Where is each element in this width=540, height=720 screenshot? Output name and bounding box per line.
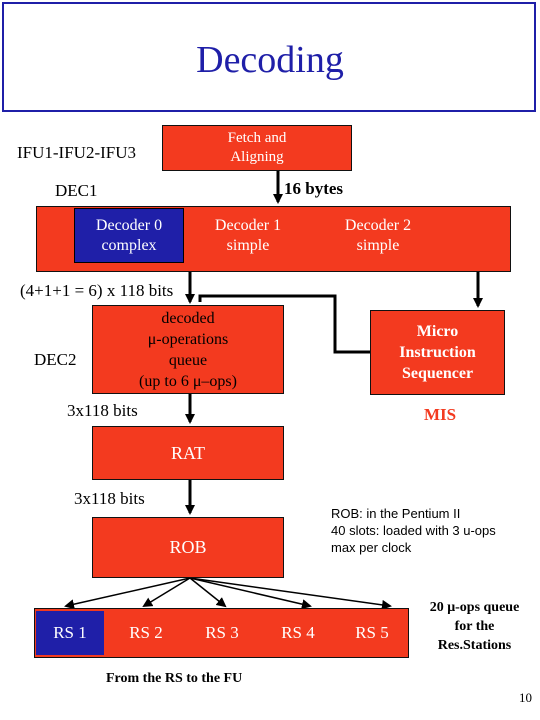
rs3-label: RS 3	[205, 623, 239, 642]
micro-instruction-sequencer-box: Micro Instruction Sequencer	[370, 310, 505, 395]
arrow-rob-to-rs1	[64, 577, 191, 610]
rs2-label: RS 2	[129, 623, 163, 642]
uop-queue-box: decoded μ-operations queue (up to 6 μ–op…	[92, 305, 284, 394]
decoder2-line-1: Decoder 2	[344, 216, 412, 234]
queue-line-1: decoded	[161, 309, 215, 327]
decoder0-line-2: complex	[101, 236, 157, 254]
mis-line-2: Instruction	[399, 344, 476, 361]
rob-label: ROB	[169, 537, 207, 557]
decoder1-line-1: Decoder 1	[214, 216, 282, 234]
rs5-box: RS 5	[338, 611, 406, 655]
rob-note-line-3: max per clock	[331, 540, 412, 555]
arrow-rob-to-rs4	[189, 577, 312, 610]
fetch-aligning-box: Fetch and Aligning	[162, 125, 352, 171]
rat-label: RAT	[170, 442, 205, 463]
decoder2-line-2: simple	[356, 236, 400, 254]
rs3-box: RS 3	[188, 611, 256, 655]
bits-label-2: 3x118 bits	[74, 489, 145, 508]
rs-note: 20 μ-ops queue for the Res.Stations	[412, 598, 537, 655]
from-rs-label: From the RS to the FU	[106, 671, 243, 686]
mis-line-3: Sequencer	[401, 365, 474, 382]
page-number: 10	[519, 690, 532, 705]
ifu-label: IFU1-IFU2-IFU3	[17, 143, 136, 162]
dec1-label: DEC1	[55, 181, 98, 200]
arrow-rob-to-rs2	[142, 577, 191, 608]
line-mis-to-queue	[198, 294, 370, 354]
rob-note-line-1: ROB: in the Pentium II	[331, 506, 461, 521]
dec2-label: DEC2	[34, 350, 77, 369]
rs4-label: RS 4	[281, 623, 315, 642]
decoder1-line-2: simple	[226, 236, 270, 254]
rs4-box: RS 4	[264, 611, 332, 655]
rs-note-line-3: Res.Stations	[437, 638, 512, 653]
rs-note-line-1: 20 μ-ops queue	[429, 600, 520, 615]
queue-line-4: (up to 6 μ–ops)	[139, 372, 237, 390]
title-frame	[2, 2, 536, 112]
rob-note: ROB: in the Pentium II 40 slots: loaded …	[331, 505, 496, 556]
rob-note-line-2: 40 slots: loaded with 3 u-ops	[331, 523, 496, 538]
bits-total-label: (4+1+1 = 6) x 118 bits	[20, 281, 174, 300]
rs1-label: RS 1	[53, 623, 87, 642]
rs5-label: RS 5	[355, 623, 389, 642]
arrow-rob-to-rs3	[189, 577, 227, 608]
rob-box: ROB	[92, 517, 284, 578]
fetch-line-1: Fetch and	[227, 130, 287, 146]
bytes-label: 16 bytes	[284, 179, 344, 198]
mis-label: MIS	[424, 405, 457, 424]
rs-note-line-2: for the	[454, 619, 495, 634]
decoder1-box: Decoder 1 simple	[198, 208, 298, 263]
rat-box: RAT	[92, 426, 284, 480]
queue-line-3: queue	[168, 351, 208, 369]
slide-title: Decoding	[196, 39, 344, 81]
rs1-box: RS 1	[36, 611, 104, 655]
rs2-box: RS 2	[112, 611, 180, 655]
mis-line-1: Micro	[416, 323, 459, 340]
decoder2-box: Decoder 2 simple	[328, 208, 428, 263]
queue-line-2: μ-operations	[147, 330, 229, 348]
fetch-line-2: Aligning	[230, 149, 284, 165]
arrow-rob-to-rs5	[189, 577, 392, 610]
decoder0-line-1: Decoder 0	[95, 216, 163, 234]
decoder0-box: Decoder 0 complex	[74, 208, 184, 263]
bits-label-1: 3x118 bits	[67, 401, 138, 420]
